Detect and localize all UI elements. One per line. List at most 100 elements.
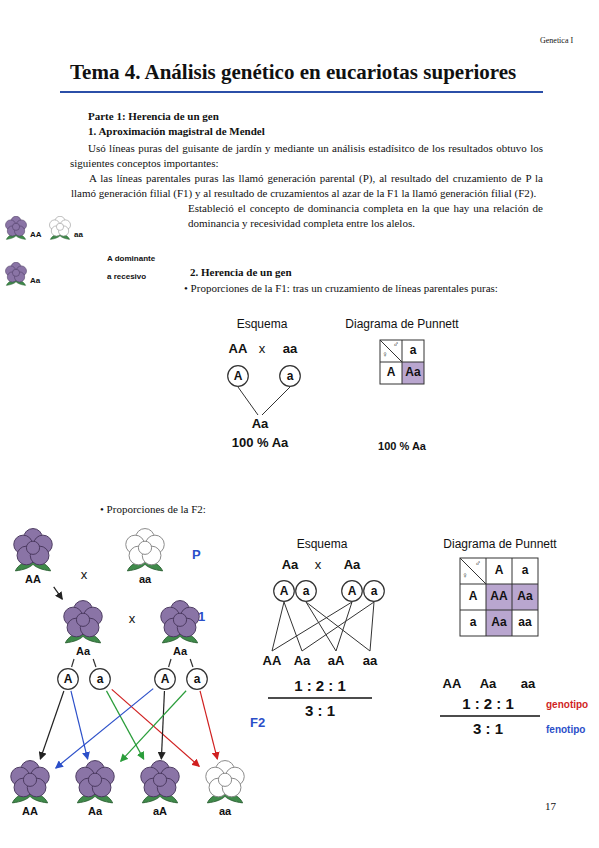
genotype: a — [186, 668, 208, 690]
gamete-circle: A — [341, 580, 363, 602]
genotype: A — [341, 580, 363, 602]
genotype: Aa — [30, 276, 40, 286]
gamete-circle: A — [273, 580, 295, 602]
gamete-lines — [238, 387, 290, 415]
table-cell: a — [410, 344, 417, 358]
flower-icon — [4, 216, 28, 240]
flower-icon — [138, 760, 182, 804]
generation-label: F2 — [250, 716, 265, 731]
running-header: Genetica I — [540, 36, 573, 45]
flower-icon — [4, 262, 28, 286]
ratio-text: 1 : 2 : 1 — [294, 677, 346, 694]
punnett-grid — [460, 558, 538, 636]
flower-icon — [203, 760, 247, 804]
genotype: aa — [120, 572, 170, 586]
genotype: Aa — [344, 558, 361, 573]
ratio-text: 3 : 1 — [305, 702, 335, 719]
genotype: AA — [229, 342, 248, 357]
cross-sign: x — [81, 568, 88, 583]
connector-arrow — [72, 659, 74, 667]
table-cell: Aa — [491, 616, 506, 630]
ratio-caption: genotipo — [546, 699, 588, 711]
sex-symbol: ♀ — [462, 571, 468, 580]
genotype: Aa — [252, 417, 269, 432]
plant-flower: Aa — [58, 600, 108, 658]
genotype: aa — [283, 342, 297, 357]
plant-flower: aa — [120, 528, 170, 586]
genotype: aA — [328, 654, 345, 669]
table-cell: a — [522, 564, 529, 578]
plant-flower: aA — [135, 760, 185, 818]
flower-icon — [48, 216, 72, 240]
gamete-circle: a — [186, 668, 208, 690]
plant-flower: Aa — [4, 262, 40, 286]
table-cell: a — [470, 616, 477, 630]
genotype: AA — [443, 677, 462, 692]
plant-flower: aa — [48, 216, 83, 240]
plant-flower: Aa — [70, 760, 120, 818]
genotype: A — [227, 365, 249, 387]
flower-icon — [61, 600, 105, 644]
genotype: a — [89, 668, 111, 690]
ratio-caption: fenotipo — [546, 724, 585, 736]
panel-heading: Diagrama de Punnett — [443, 538, 556, 552]
genotype: Aa — [58, 644, 108, 658]
genotype: Aa — [70, 804, 120, 818]
page-title: Tema 4. Análisis genético en eucariotas … — [70, 60, 516, 84]
sex-symbol: ♂ — [393, 340, 399, 349]
connector-arrow — [40, 691, 64, 759]
sex-symbol: ♀ — [382, 350, 388, 359]
connector-arrow — [54, 587, 63, 599]
section-heading: Parte 1: Herencia de un gen — [88, 110, 219, 123]
plant-flower: Aa — [155, 600, 205, 658]
flower-icon — [158, 600, 202, 644]
flower-icon — [11, 528, 55, 572]
table-cell: A — [469, 590, 478, 604]
gamete-lines — [272, 602, 374, 651]
genotype: aa — [363, 654, 377, 669]
legend-note: A dominante — [107, 254, 155, 263]
gamete-circle: a — [89, 668, 111, 690]
gamete-circle: a — [363, 580, 385, 602]
panel-heading: Diagrama de Punnett — [345, 318, 458, 332]
wrap-spacer — [70, 171, 71, 201]
table-cell: aa — [518, 616, 531, 630]
page-number: 17 — [545, 800, 556, 813]
paragraph-block: Usó líneas puras del guisante de jardín … — [70, 141, 543, 293]
genotype: AA — [5, 804, 55, 818]
panel-heading: Esquema — [297, 538, 348, 552]
ratio-text: 3 : 1 — [473, 720, 503, 737]
connector-arrow — [161, 691, 164, 759]
genotype: Aa — [155, 644, 205, 658]
genotype: a — [295, 580, 317, 602]
genotype: a — [279, 365, 301, 387]
genotype: Aa — [282, 558, 299, 573]
gamete-circle: A — [227, 365, 249, 387]
flower-icon — [123, 528, 167, 572]
genotype: Aa — [480, 677, 497, 692]
table-cell: A — [495, 564, 504, 578]
gamete-circle: a — [279, 365, 301, 387]
genotype: aA — [135, 804, 185, 818]
section-heading: 1. Aproximación magistral de Mendel — [88, 125, 265, 138]
connector-arrow — [93, 659, 96, 667]
paragraph: Estableció el concepto de dominancia com… — [70, 201, 543, 231]
section-heading: 2. Herencia de un gen — [190, 266, 292, 279]
ratio-rule — [440, 715, 540, 717]
gamete-circle: A — [57, 668, 79, 690]
title-rule — [60, 91, 543, 93]
genotype: a — [363, 580, 385, 602]
cross-sign: x — [129, 612, 136, 627]
paragraph: Usó líneas puras del guisante de jardín … — [70, 141, 543, 171]
table-cell: A — [387, 366, 396, 380]
cross-sign: x — [315, 558, 322, 573]
genotype: AA — [8, 572, 58, 586]
punnett-grid — [380, 340, 424, 384]
genotype: aa — [521, 677, 535, 692]
table-cell: AA — [490, 590, 507, 604]
genotype: aa — [200, 804, 250, 818]
gamete-circle: A — [154, 668, 176, 690]
sex-symbol: ♂ — [475, 559, 481, 568]
ratio-rule — [268, 697, 372, 699]
flower-icon — [8, 760, 52, 804]
